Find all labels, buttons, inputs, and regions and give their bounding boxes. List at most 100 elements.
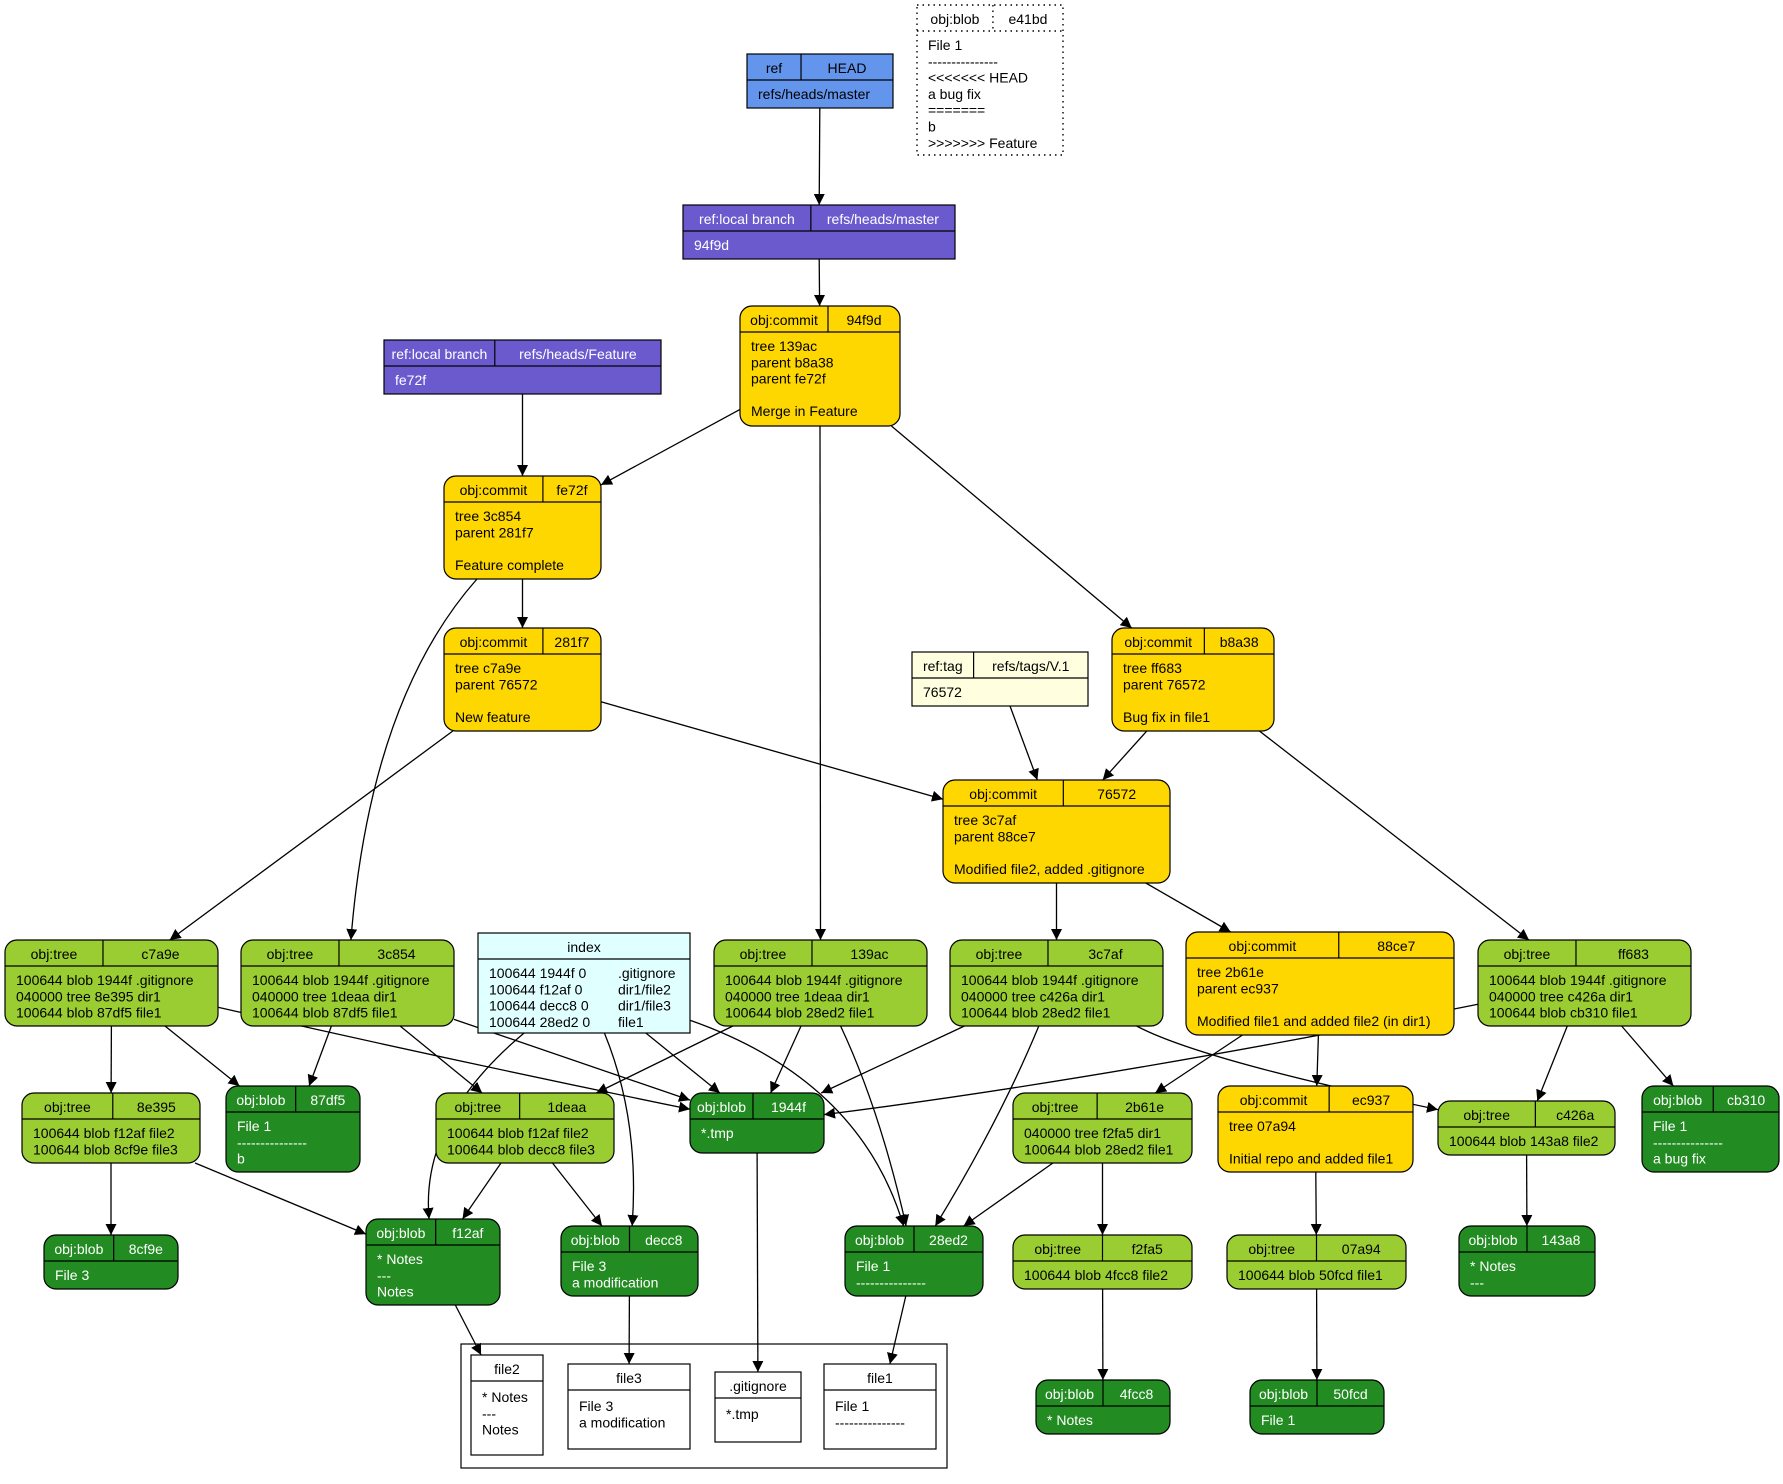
node-content-line: * Notes <box>377 1251 423 1267</box>
node-type-label: obj:blob <box>236 1092 285 1108</box>
index-entry: 100644 f12af 0 <box>489 981 583 997</box>
index-path: file1 <box>618 1014 644 1030</box>
node-content-line: Notes <box>377 1284 414 1300</box>
node-type-label: obj:blob <box>571 1232 620 1248</box>
node-id-label: 281f7 <box>554 634 589 650</box>
node-content-line: File 1 <box>856 1258 890 1274</box>
node-content-line: 100644 blob 1944f .gitignore <box>961 972 1139 988</box>
node-content-line: Modified file2, added .gitignore <box>954 861 1145 877</box>
node-id-label: 1944f <box>771 1099 806 1115</box>
node-type-label: obj:blob <box>1653 1092 1702 1108</box>
edge-tree-1deaa-to-blob-f12af <box>461 1162 502 1220</box>
node-content-line: New feature <box>455 709 531 725</box>
edge-commit-b8a38-to-tree-ff683 <box>1259 730 1530 941</box>
node-id-label: 76572 <box>1097 786 1136 802</box>
node-content-line: refs/heads/master <box>758 86 870 102</box>
node-type-label: obj:blob <box>697 1099 746 1115</box>
edge-tree-2b61e-to-blob-28ed2 <box>963 1162 1054 1227</box>
edge-commit-94f9d-to-tree-139ac <box>814 425 826 941</box>
node-content-line: Bug fix in file1 <box>1123 709 1210 725</box>
index-entry: 100644 28ed2 0 <box>489 1014 590 1030</box>
node-id-label: ff683 <box>1618 946 1649 962</box>
node-content-line: --- <box>377 1267 391 1283</box>
node-type-label: ref:local branch <box>392 346 488 362</box>
node-id-label: 139ac <box>850 946 888 962</box>
node-box <box>689 1092 825 1154</box>
node-type-label: ref:local branch <box>699 211 795 227</box>
node-content-line: 100644 blob f12af file2 <box>33 1125 175 1141</box>
node-content-line: --------------- <box>856 1274 926 1290</box>
node-type-label: obj:tree <box>1032 1099 1079 1115</box>
node-box <box>714 1371 802 1443</box>
node-content-line: 100644 blob 1944f .gitignore <box>252 972 430 988</box>
node-content-line: File 3 <box>55 1267 89 1283</box>
node-content-line: 100644 blob cb310 file1 <box>1489 1005 1638 1021</box>
index-path: dir1/file2 <box>618 981 671 997</box>
node-type-label: obj:blob <box>855 1232 904 1248</box>
node-content-line: 040000 tree 1deaa dir1 <box>725 988 870 1004</box>
node-id-label: refs/heads/Feature <box>519 346 637 362</box>
node-content-line: tree ff683 <box>1123 660 1182 676</box>
node-content-line: --------------- <box>928 53 998 69</box>
node-content-line: parent 281f7 <box>455 524 534 540</box>
edge-commit-fe72f-to-tree-3c854 <box>346 578 478 941</box>
index-path: .gitignore <box>618 965 676 981</box>
node-content-line: tree 07a94 <box>1229 1118 1296 1134</box>
node-type-label: obj:commit <box>1229 938 1297 954</box>
working-directory-box <box>460 1343 948 1469</box>
node-content-line: a bug fix <box>1653 1151 1706 1167</box>
file-content-line: File 3 <box>579 1398 613 1414</box>
file-content-line: --------------- <box>835 1414 905 1430</box>
node-id-label: fe72f <box>556 482 587 498</box>
node-type-label: obj:tree <box>44 1099 91 1115</box>
node-box <box>916 4 1064 156</box>
node-content-line: parent fe72f <box>751 371 826 387</box>
index-path: dir1/file3 <box>618 998 671 1014</box>
node-box <box>567 1363 691 1450</box>
node-content-line: 100644 blob 50fcd file1 <box>1238 1267 1383 1283</box>
node-id-label: c426a <box>1556 1107 1594 1123</box>
node-id-label: 4fcc8 <box>1120 1386 1154 1402</box>
node-id-label: f12af <box>452 1225 483 1241</box>
edge-blob-28ed2-to-wd-file1 <box>887 1295 907 1365</box>
node-title: file3 <box>616 1370 642 1386</box>
node-content-line: 040000 tree c426a dir1 <box>1489 988 1633 1004</box>
edge-index-to-blob-28ed2 <box>689 1019 906 1227</box>
node-id-label: 28ed2 <box>929 1232 968 1248</box>
node-title: file2 <box>494 1361 520 1377</box>
node-type-label: obj:blob <box>376 1225 425 1241</box>
node-content-line: Merge in Feature <box>751 403 858 419</box>
node-content-line: 040000 tree c426a dir1 <box>961 988 1105 1004</box>
node-title: index <box>567 939 600 955</box>
node-type-label: ref:tag <box>923 658 963 674</box>
node-content-line: Feature complete <box>455 557 564 573</box>
node-content-line: 76572 <box>923 684 962 700</box>
node-id-label: e41bd <box>1008 11 1047 27</box>
edge-tree-3c854-to-tree-1deaa <box>399 1025 483 1094</box>
node-id-label: c7a9e <box>141 946 179 962</box>
node-type-label: obj:tree <box>1248 1241 1295 1257</box>
node-content-line: >>>>>>> Feature <box>928 135 1038 151</box>
node-content-line: tree c7a9e <box>455 660 521 676</box>
edge-commit-88ce7-to-tree-2b61e <box>1154 1034 1243 1094</box>
node-id-label: 1deaa <box>547 1099 586 1115</box>
edge-index-to-blob-1944f <box>645 1032 721 1094</box>
node-content-line: 040000 tree f2fa5 dir1 <box>1024 1125 1161 1141</box>
node-id-label: 50fcd <box>1333 1386 1367 1402</box>
node-box <box>21 1092 201 1164</box>
node-content-line: ======= <box>928 102 985 118</box>
node-type-label: obj:commit <box>1124 634 1192 650</box>
